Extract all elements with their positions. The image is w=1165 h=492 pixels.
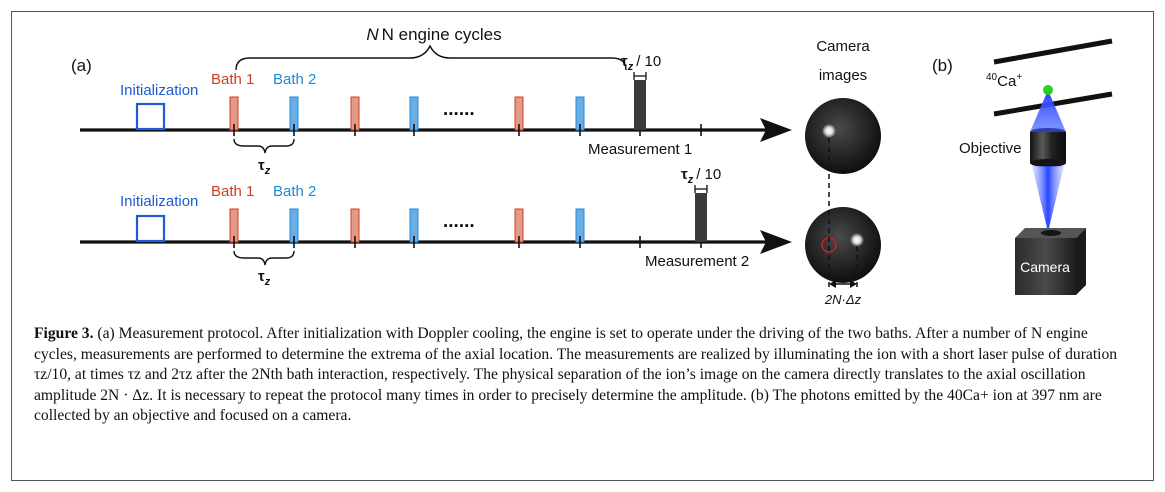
pulse-duration-label-2: τz/ 10: [681, 166, 721, 186]
camera-images-label-line1: Camera: [816, 38, 870, 55]
separation-arrow: [829, 280, 857, 288]
camera-body: [1015, 238, 1076, 295]
ellipsis-dots-1: ......: [443, 99, 475, 120]
measurement-1-label: Measurement 1: [588, 141, 692, 158]
objective-body: [1030, 132, 1066, 163]
tau-symbol: τ: [681, 166, 688, 183]
initialization-box-2: [135, 214, 166, 243]
objective-bottom: [1030, 159, 1066, 167]
pulse-suffix: / 10: [696, 166, 721, 183]
camera-aperture: [1041, 230, 1061, 236]
timeline-arrowhead-2: [760, 230, 792, 254]
bath1-label-2: Bath 1: [211, 183, 254, 200]
tau-symbol: τ: [258, 268, 265, 285]
tau-subscript: z: [687, 174, 694, 186]
tau-brace-1: [233, 138, 295, 154]
separation-label: 2N·Δz: [824, 292, 862, 307]
panel-a-label: (a): [71, 56, 92, 75]
panel-b-label: (b): [932, 56, 953, 75]
ion-mass-number: 40: [986, 72, 998, 83]
ion-spot-2: [850, 233, 864, 247]
pulse-width-marker-2: [694, 185, 708, 193]
timeline-ticks-1: [233, 124, 702, 136]
camera-images-label-line2: images: [819, 67, 867, 84]
figure-caption: Figure 3. (a) Measurement protocol. Afte…: [34, 324, 1134, 427]
tau-subscript: z: [627, 61, 634, 73]
caption-label: Figure 3.: [34, 325, 94, 342]
pulse-duration-label-1: τz/ 10: [621, 53, 661, 73]
ion-dot: [1043, 85, 1053, 95]
ion-charge: +: [1016, 72, 1022, 83]
bath1-label-1: Bath 1: [211, 71, 254, 88]
camera-image-2: [805, 207, 881, 283]
camera-image-1: [805, 98, 881, 174]
initialization-label-1: Initialization: [120, 82, 198, 99]
tau-subscript: z: [264, 276, 271, 288]
initialization-box-1: [135, 102, 166, 131]
objective-label: Objective: [959, 140, 1022, 157]
ion-symbol: Ca: [997, 73, 1017, 90]
initialization-label-2: Initialization: [120, 193, 198, 210]
tau-label-1: τz: [258, 157, 271, 177]
camera-label: Camera: [1020, 259, 1070, 275]
figure-frame: [11, 11, 1154, 481]
ellipsis-dots-2: ......: [443, 211, 475, 232]
pulse-width-marker-1: [633, 72, 647, 80]
bath2-label-1: Bath 2: [273, 71, 316, 88]
camera-side-face: [1076, 228, 1086, 295]
measurement-2-label: Measurement 2: [645, 253, 749, 270]
photon-cone-lower: [1032, 166, 1064, 232]
pulse-suffix: / 10: [636, 53, 661, 70]
tau-symbol: τ: [258, 157, 265, 174]
cycles-brace: [235, 44, 627, 71]
ion-spot-1: [822, 124, 836, 138]
tau-label-2: τz: [258, 268, 271, 288]
caption-text: (a) Measurement protocol. After initiali…: [34, 325, 1118, 425]
measurement-pulse-1: [634, 80, 646, 130]
ion-label: 40Ca+: [986, 72, 1022, 90]
measurement-pulse-2: [695, 193, 707, 242]
photon-cone-upper: [1030, 90, 1066, 132]
cycles-label-text: N engine cycles: [382, 25, 502, 44]
tau-subscript: z: [264, 165, 271, 177]
timeline-arrowhead-1: [760, 118, 792, 142]
tau-brace-2: [233, 250, 295, 266]
tau-symbol: τ: [621, 53, 628, 70]
bath2-label-2: Bath 2: [273, 183, 316, 200]
trap-electrode-upper: [993, 38, 1113, 65]
